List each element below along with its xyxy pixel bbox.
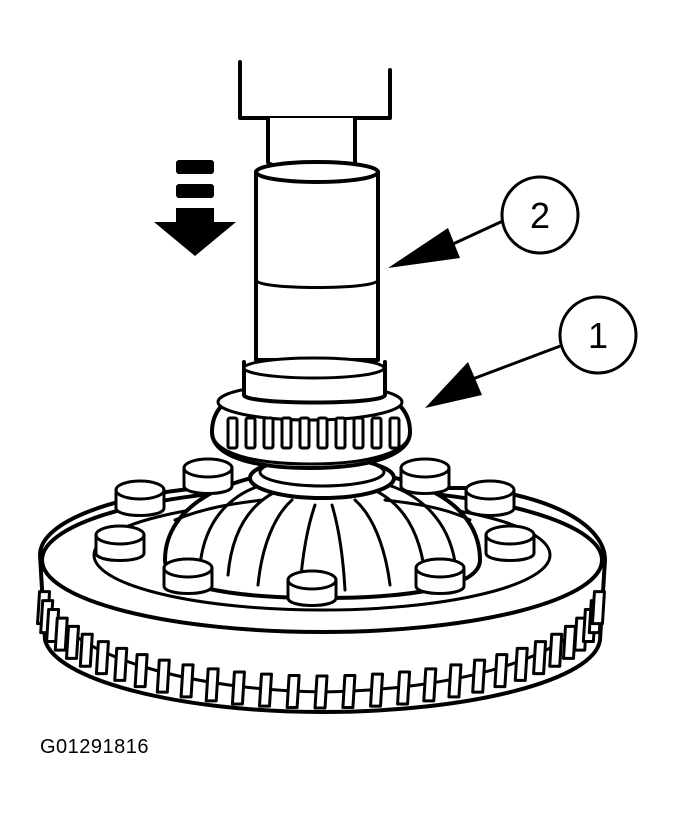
gear-tooth (548, 632, 564, 668)
bearing-roller (280, 416, 293, 450)
press-direction-arrow-icon (154, 160, 236, 256)
figure-id-label: G01291816 (40, 736, 150, 758)
bolt (399, 457, 451, 495)
differential-case (163, 456, 482, 600)
gear-tooth (65, 624, 81, 660)
bearing-roller (262, 416, 275, 450)
bearing-roller (316, 416, 329, 450)
bearing-roller (298, 416, 311, 450)
gear-tooth (396, 670, 412, 706)
bearing-roller (352, 416, 365, 450)
gear-tooth (513, 646, 529, 682)
gear-tooth (155, 658, 171, 694)
bolt (94, 524, 146, 562)
bolt (484, 524, 536, 562)
gear-tooth (257, 672, 273, 708)
bearing-roller (334, 416, 347, 450)
bearing-roller (244, 416, 257, 450)
callout-2: 2 (388, 175, 580, 268)
ring-gear-bolts (94, 457, 536, 607)
bearing-roller (388, 416, 401, 450)
gear-tooth (204, 667, 220, 703)
gear-tooth (113, 646, 129, 682)
gear-tooth (561, 624, 577, 660)
bolt (182, 457, 234, 495)
gear-tooth (94, 640, 110, 676)
callout-arrow-icon (425, 362, 482, 408)
gear-tooth (422, 667, 438, 703)
callout-1-number: 1 (588, 315, 608, 356)
gear-tooth (532, 640, 548, 676)
gear-tooth (285, 674, 301, 710)
callout-2-number: 2 (530, 195, 550, 236)
bearing-roller (370, 416, 383, 450)
gear-tooth (179, 663, 195, 699)
bolt (464, 479, 516, 517)
bolt (286, 569, 338, 607)
ring-gear-teeth (36, 590, 606, 710)
bolt (162, 557, 214, 595)
gear-tooth (53, 616, 69, 652)
gear-tooth (369, 672, 385, 708)
bolt (414, 557, 466, 595)
gear-tooth (230, 670, 246, 706)
gear-tooth (313, 674, 329, 710)
gear-tooth (133, 653, 149, 689)
bearing-rollers (226, 416, 401, 450)
callout-1: 1 (425, 295, 638, 408)
gear-tooth (493, 653, 509, 689)
bearing-installer-tool (238, 60, 392, 405)
callout-arrow-icon (388, 228, 460, 268)
gear-tooth (78, 632, 94, 668)
bearing-roller (226, 416, 239, 450)
gear-tooth (447, 663, 463, 699)
gear-tooth (590, 590, 606, 626)
bolt (114, 479, 166, 517)
gear-tooth (471, 658, 487, 694)
gear-tooth (341, 674, 357, 710)
